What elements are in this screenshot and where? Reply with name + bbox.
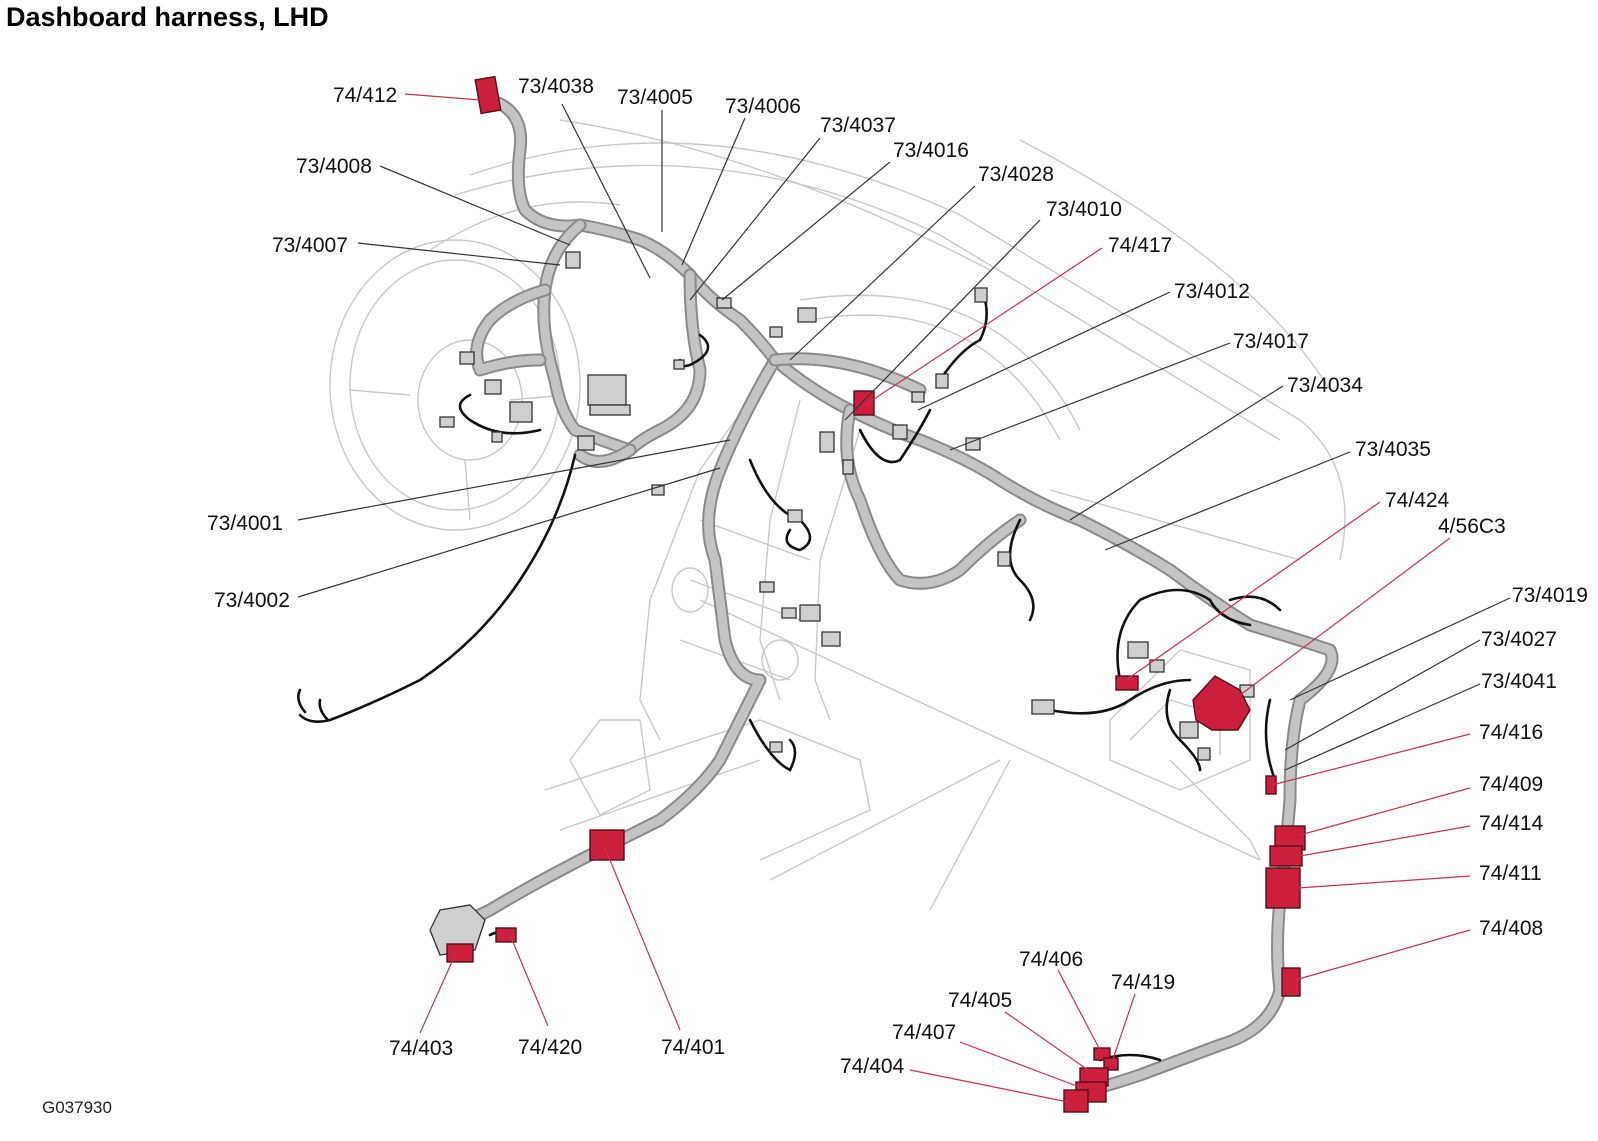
connector-74-424: [1115, 675, 1139, 691]
image-code: G037930: [42, 1098, 112, 1117]
label-73-4010: 73/4010: [1046, 198, 1122, 221]
label-74-424: 74/424: [1385, 489, 1450, 512]
connector-74-408: [1281, 967, 1301, 997]
label-74-417: 74/417: [1108, 234, 1172, 257]
label-74-403: 74/403: [389, 1037, 453, 1060]
label-73-4034: 73/4034: [1287, 374, 1363, 397]
connector-74-417: [853, 390, 875, 416]
label-73-4008: 73/4008: [296, 155, 372, 178]
dashboard-outline: [329, 119, 1346, 911]
label-73-4035: 73/4035: [1355, 438, 1431, 461]
connector-74-403: [446, 943, 474, 963]
label-74-416: 74/416: [1479, 721, 1543, 744]
label-73-4027: 73/4027: [1481, 628, 1557, 651]
harness-trunks: [448, 93, 1339, 1097]
connector-4-56C3: [1192, 675, 1251, 731]
connector-74-411: [1265, 867, 1301, 909]
label-74-404: 74/404: [840, 1055, 905, 1078]
red-connectors: [446, 75, 1306, 1113]
label-4-56C3: 4/56C3: [1438, 515, 1506, 538]
label-73-4012: 73/4012: [1174, 280, 1250, 303]
label-73-4006: 73/4006: [725, 95, 801, 118]
label-74-414: 74/414: [1479, 812, 1544, 835]
label-74-420: 74/420: [518, 1036, 582, 1059]
label-74-407: 74/407: [892, 1021, 956, 1044]
label-74-405: 74/405: [948, 989, 1012, 1012]
connector-74-414: [1269, 845, 1303, 867]
label-73-4038: 73/4038: [518, 75, 594, 98]
label-73-4005: 73/4005: [617, 86, 693, 109]
label-74-406: 74/406: [1019, 948, 1083, 971]
connector-74-416: [1265, 775, 1277, 795]
gray-connectors: [429, 251, 1255, 956]
connector-74-406: [1093, 1047, 1111, 1061]
label-73-4037: 73/4037: [820, 114, 896, 137]
label-74-419: 74/419: [1111, 971, 1175, 994]
black-wires: [297, 298, 1282, 1062]
label-74-401: 74/401: [661, 1036, 725, 1059]
label-73-4002: 73/4002: [214, 589, 290, 612]
label-74-409: 74/409: [1479, 773, 1543, 796]
label-74-411: 74/411: [1479, 862, 1542, 885]
label-73-4001: 73/4001: [207, 512, 283, 535]
label-73-4007: 73/4007: [272, 234, 348, 257]
label-74-408: 74/408: [1479, 917, 1543, 940]
label-73-4028: 73/4028: [978, 163, 1054, 186]
label-74-412: 74/412: [333, 84, 397, 107]
connector-74-401: [589, 829, 625, 861]
connector-74-404: [1063, 1089, 1089, 1113]
connector-74-419: [1103, 1057, 1119, 1071]
label-73-4017: 73/4017: [1233, 330, 1309, 353]
label-73-4041: 73/4041: [1481, 670, 1557, 693]
label-73-4019: 73/4019: [1512, 584, 1588, 607]
label-73-4016: 73/4016: [893, 139, 969, 162]
callout-labels: 74/412 73/4038 73/4005 73/4006 73/4037 7…: [207, 75, 1588, 1078]
diagram-title: Dashboard harness, LHD: [6, 2, 329, 32]
leader-lines: [297, 93, 1511, 1103]
connector-74-412: [474, 75, 502, 115]
connector-74-420: [495, 927, 517, 943]
